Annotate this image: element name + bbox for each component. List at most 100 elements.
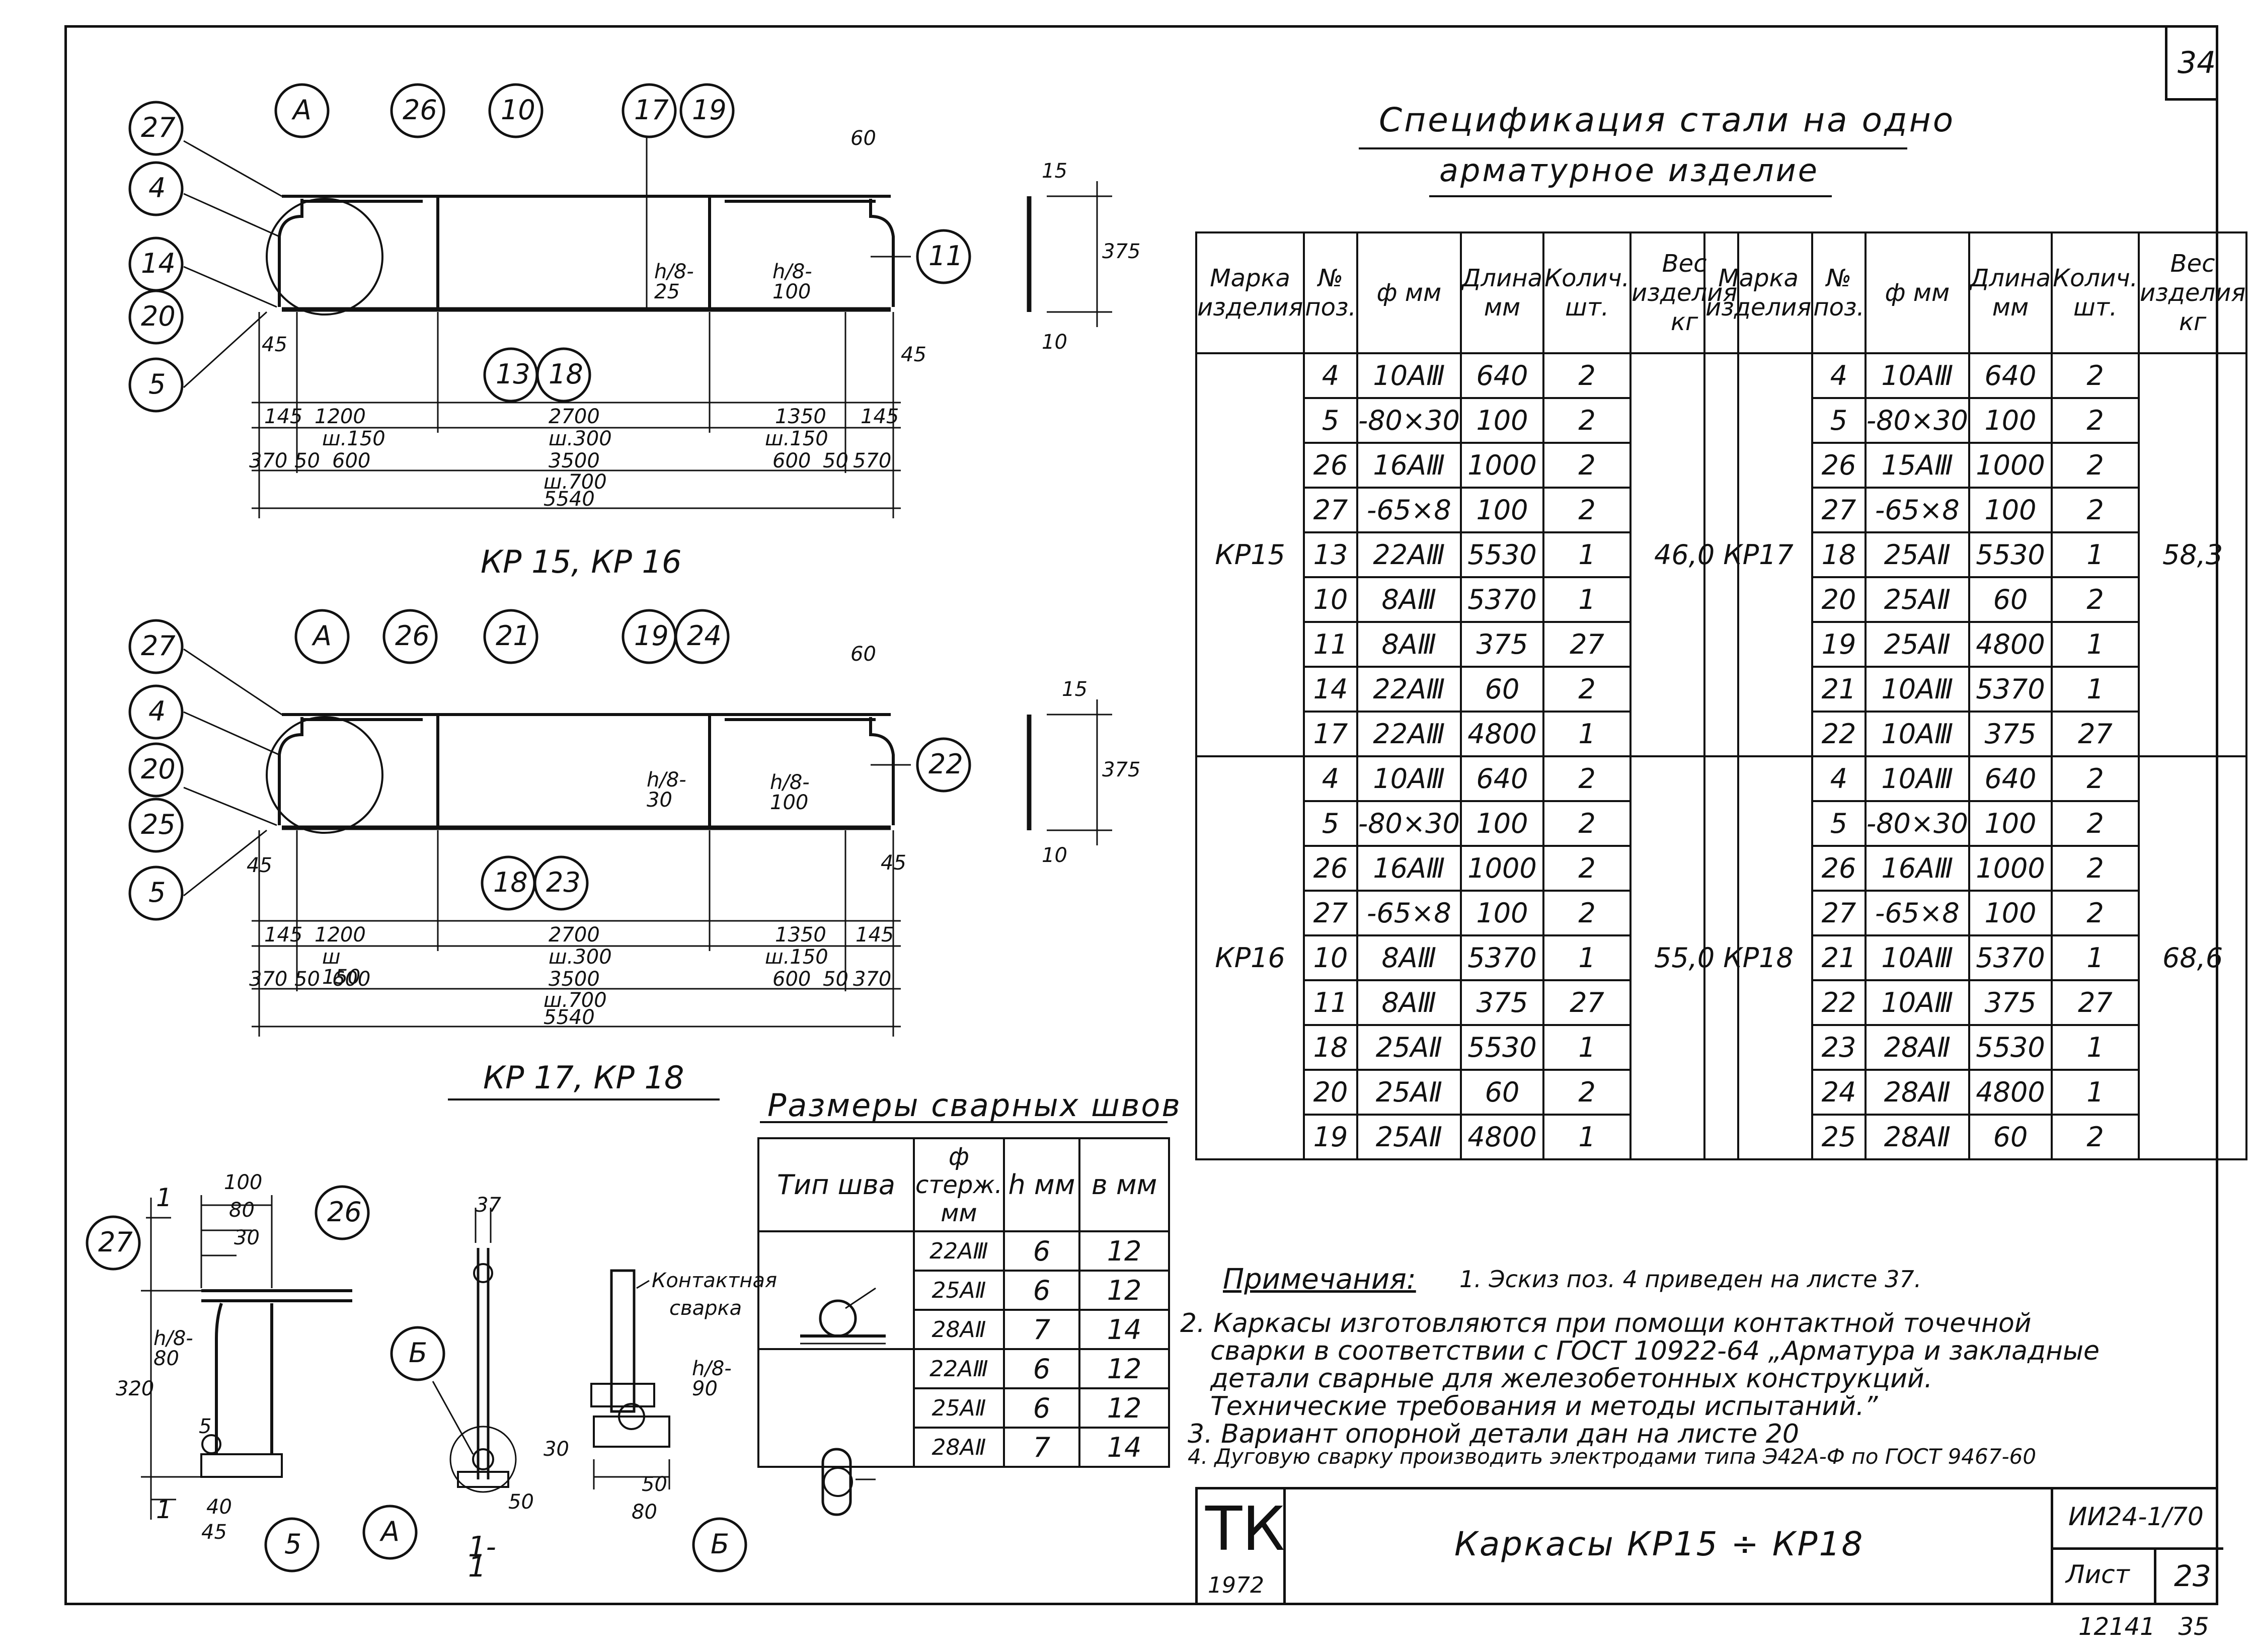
spec-cell: 11 bbox=[1303, 979, 1358, 1026]
note-2c: детали сварные для железобетонных констр… bbox=[1210, 1364, 1933, 1394]
welds-header-h: h мм bbox=[1002, 1137, 1081, 1232]
dim: 570 bbox=[853, 449, 892, 473]
spec-cell: 8АⅢ bbox=[1356, 979, 1462, 1026]
dim: 45 bbox=[901, 343, 926, 366]
dim: ш.700 bbox=[543, 989, 607, 1012]
spec-cell: 2 bbox=[1542, 487, 1632, 533]
spec-cell: 5530 bbox=[1968, 531, 2053, 578]
spec-cell: 2 bbox=[2051, 755, 2140, 802]
spec-cell: 8АⅢ bbox=[1356, 621, 1462, 668]
weld-type-sketch bbox=[757, 1348, 915, 1468]
callout-B-section: Б bbox=[409, 1337, 428, 1369]
callout-17-top: 17 bbox=[634, 94, 669, 126]
spec-cell: 10 bbox=[1303, 576, 1358, 623]
dim: 1200 bbox=[315, 405, 366, 428]
spec-cell: 25АⅡ bbox=[1356, 1024, 1462, 1071]
callout-25-mid: 25 bbox=[141, 809, 176, 840]
spec-cell: 2 bbox=[1542, 845, 1632, 892]
callout-26-top: 26 bbox=[403, 94, 437, 126]
dim: ш.150 bbox=[765, 427, 828, 450]
detail-label: Контактная bbox=[652, 1269, 778, 1292]
dim: ш.700 bbox=[543, 470, 607, 494]
spec-header-row: Марка изделия № поз. ф мм Длина мм Колич… bbox=[1703, 231, 2248, 354]
dim: 2700 bbox=[549, 923, 600, 947]
spec-cell: -65×8 bbox=[1864, 890, 1970, 936]
detail-dim: 80 bbox=[632, 1501, 657, 1524]
weld-cell: 14 bbox=[1078, 1309, 1170, 1350]
dim: 1350 bbox=[775, 405, 826, 428]
header-mark: Марка изделия bbox=[1703, 231, 1814, 354]
spec-mark: КР18 bbox=[1703, 755, 1814, 1160]
stamp-divider bbox=[2053, 1547, 2223, 1550]
weld-cell: 12 bbox=[1078, 1230, 1170, 1272]
detail-dim: 50 bbox=[642, 1473, 667, 1496]
note-4: 4. Дуговую сварку производить электродам… bbox=[1188, 1444, 2037, 1469]
dim: 370 bbox=[249, 449, 288, 473]
spec-cell: 60 bbox=[1968, 576, 2053, 623]
spec-cell: 25АⅡ bbox=[1356, 1114, 1462, 1160]
dim: 45 bbox=[262, 333, 287, 356]
callout-13-top: 13 bbox=[496, 358, 530, 390]
dim: 60 bbox=[850, 127, 876, 150]
spec-cell: 10АⅢ bbox=[1864, 711, 1970, 757]
spec-cell: 5530 bbox=[1968, 1024, 2053, 1071]
weld-cell: 22АⅢ bbox=[912, 1348, 1005, 1389]
weld-label: h/8-25 bbox=[654, 260, 694, 303]
stamp-title: Каркасы КР15 ÷ КР18 bbox=[1454, 1525, 1865, 1563]
spec-cell: 60 bbox=[1459, 1069, 1545, 1116]
dim: 5540 bbox=[543, 488, 595, 511]
spec-cell: 27 bbox=[1303, 890, 1358, 936]
side-dim: 15 bbox=[1062, 678, 1088, 701]
weld-cell: 22АⅢ bbox=[912, 1230, 1005, 1272]
note-2a: 2. Каркасы изготовляются при помощи конт… bbox=[1180, 1308, 2032, 1339]
callout-11-top: 11 bbox=[928, 240, 963, 272]
spec-cell: -65×8 bbox=[1356, 487, 1462, 533]
callout-5-detail: 5 bbox=[284, 1528, 302, 1560]
weld-cell: 6 bbox=[1002, 1230, 1081, 1272]
spec-cell: 27 bbox=[1542, 621, 1632, 668]
spec-cell: 1 bbox=[1542, 1114, 1632, 1160]
detail-dim: 40 bbox=[206, 1496, 232, 1519]
spec-mark: КР16 bbox=[1195, 755, 1305, 1160]
spec-cell: 2 bbox=[1542, 352, 1632, 399]
spec-cell: 16АⅢ bbox=[1356, 845, 1462, 892]
spec-cell: -65×8 bbox=[1356, 890, 1462, 936]
dim: 50 bbox=[294, 968, 320, 991]
spec-cell: 375 bbox=[1459, 621, 1545, 668]
dim: 5540 bbox=[543, 1006, 595, 1029]
weld-cell: 25АⅡ bbox=[912, 1387, 1005, 1429]
spec-cell: -65×8 bbox=[1864, 487, 1970, 533]
spec-mark: КР17 bbox=[1703, 352, 1814, 757]
spec-cell: 640 bbox=[1968, 352, 2053, 399]
spec-cell: 23 bbox=[1811, 1024, 1867, 1071]
dim: 145 bbox=[856, 923, 894, 947]
caption-top-frames: КР 15, КР 16 bbox=[481, 543, 682, 580]
side-dim: 375 bbox=[1102, 758, 1141, 781]
spec-cell: 10 bbox=[1303, 934, 1358, 981]
spec-cell: 4 bbox=[1303, 755, 1358, 802]
detail-dim: 5 bbox=[199, 1415, 212, 1438]
welds-header-b: в мм bbox=[1078, 1137, 1170, 1232]
spec-cell: 21 bbox=[1811, 934, 1867, 981]
callout-14-top: 14 bbox=[141, 248, 176, 279]
spec-cell: 5530 bbox=[1459, 1024, 1545, 1071]
spec-cell: 22АⅢ bbox=[1356, 666, 1462, 713]
dim: 60 bbox=[850, 643, 876, 666]
spec-cell: 10АⅢ bbox=[1864, 934, 1970, 981]
spec-cell: 100 bbox=[1459, 800, 1545, 847]
header-qty: Колич. шт. bbox=[2051, 231, 2140, 354]
note-1: 1. Эскиз поз. 4 приведен на листе 37. bbox=[1459, 1266, 1922, 1293]
spec-cell: 10АⅢ bbox=[1864, 352, 1970, 399]
spec-cell: 640 bbox=[1459, 755, 1545, 802]
dim: ш 150 bbox=[322, 946, 361, 989]
detail-dim: h/8-80 bbox=[153, 1327, 193, 1370]
header-length: Длина мм bbox=[1459, 231, 1545, 354]
